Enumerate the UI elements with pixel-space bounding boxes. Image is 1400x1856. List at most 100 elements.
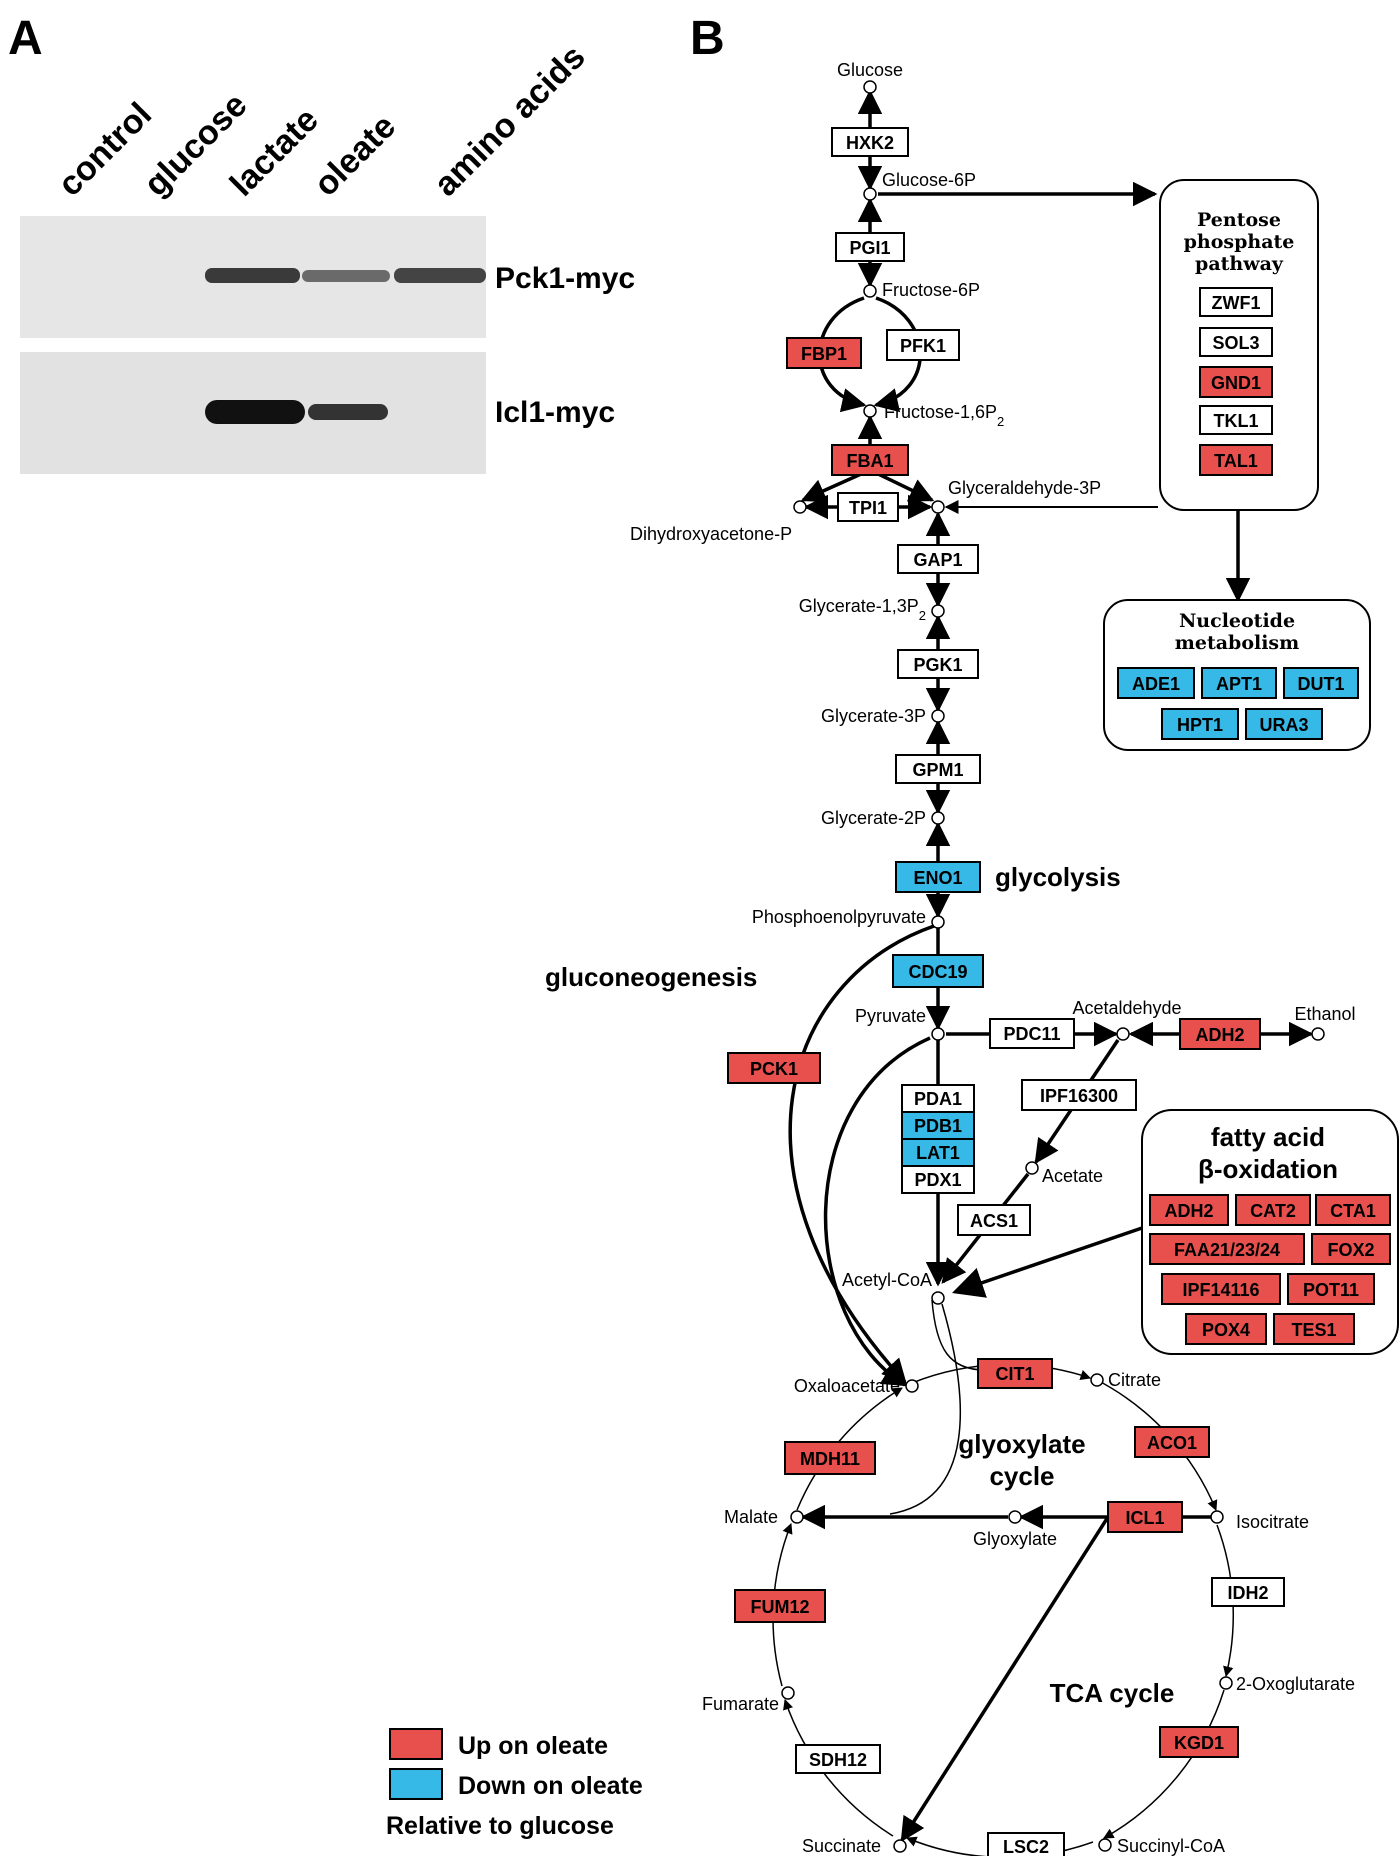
nucleotide-gene-hpt1: HPT1 xyxy=(1177,715,1223,735)
gene-pdx1: PDX1 xyxy=(914,1170,961,1190)
fatty-title-2: β-oxidation xyxy=(1198,1154,1338,1184)
legend: Up on oleate Down on oleate Relative to … xyxy=(386,1728,643,1840)
ppp-title-3: pathway xyxy=(1195,253,1284,275)
gene-pdc11: PDC11 xyxy=(1003,1024,1060,1044)
ppp-gene-sol3: SOL3 xyxy=(1212,333,1259,353)
blot-band xyxy=(308,404,388,420)
nucleotide-box: Nucleotide metabolism ADE1 APT1 DUT1 HPT… xyxy=(1103,599,1371,751)
gene-pgi1: PGI1 xyxy=(849,238,890,258)
gene-lat1: LAT1 xyxy=(916,1143,960,1163)
gene-box-icl1 xyxy=(1107,1501,1183,1533)
legend-swatch-up xyxy=(389,1728,443,1760)
nucleotide-title-1: Nucleotide xyxy=(1179,610,1295,632)
gene-kgd1: KGD1 xyxy=(1174,1733,1224,1753)
blot-band xyxy=(394,268,486,283)
metabolite-glyoxylate: Glyoxylate xyxy=(973,1529,1057,1549)
metabolite-ethanol: Ethanol xyxy=(1294,1004,1355,1024)
gene-lsc2: LSC2 xyxy=(1003,1837,1049,1856)
fatty-gene-faa21: FAA21/23/24 xyxy=(1174,1240,1280,1260)
gene-fum12: FUM12 xyxy=(750,1597,809,1617)
gene-box-pgk1 xyxy=(897,649,979,679)
gene-box-fum12 xyxy=(734,1589,826,1623)
ppp-title-1: Pentose xyxy=(1197,209,1281,231)
fatty-gene-pot11: POT11 xyxy=(1303,1280,1359,1300)
gene-box-hxk2 xyxy=(831,127,909,157)
metabolite-phosphoenolpyruvate: Phosphoenolpyruvate xyxy=(752,907,926,927)
fatty-gene-adh2: ADH2 xyxy=(1164,1201,1213,1221)
blot-band xyxy=(205,400,305,424)
gene-box-ipf16300 xyxy=(1021,1079,1137,1111)
metabolite-2-oxoglutarate: 2-Oxoglutarate xyxy=(1236,1674,1355,1694)
fatty-gene-ipf14116: IPF14116 xyxy=(1182,1280,1259,1300)
edge-pck1 xyxy=(788,924,935,1384)
fatty-acid-box: fatty acid β-oxidation ADH2 CAT2 CTA1 FA… xyxy=(1141,1109,1399,1355)
gene-box-gap1 xyxy=(897,544,979,574)
gene-acs1: ACS1 xyxy=(970,1211,1018,1231)
gene-box-aco1 xyxy=(1134,1426,1210,1458)
tca-cycle-ring xyxy=(772,1363,1235,1856)
gene-pfk1: PFK1 xyxy=(900,336,946,356)
fatty-gene-cta1: CTA1 xyxy=(1330,1201,1376,1221)
metabolite-fructose-6p: Fructose-6P xyxy=(882,280,980,300)
metabolite-nodes xyxy=(781,80,1325,1853)
gene-box-adh2 xyxy=(1179,1018,1261,1050)
label-tca-cycle: TCA cycle xyxy=(1050,1678,1175,1708)
label-glycolysis: glycolysis xyxy=(995,862,1121,892)
panel-b-label: B xyxy=(690,12,725,65)
metabolite-succinyl-coa: Succinyl-CoA xyxy=(1117,1836,1225,1856)
gene-box-kgd1 xyxy=(1159,1726,1239,1758)
blot-label-icl1: Icl1-myc xyxy=(495,396,615,429)
edge-icl1-succinate xyxy=(900,1516,1110,1843)
metabolite-citrate: Citrate xyxy=(1108,1370,1161,1390)
label-glyoxylate: glyoxylate xyxy=(958,1429,1085,1459)
lane-label-control: control xyxy=(51,95,159,203)
legend-up: Up on oleate xyxy=(458,1732,608,1760)
metabolite-dihydroxyacetone-p: Dihydroxyacetone-P xyxy=(630,524,792,544)
ppp-gene-tkl1: TKL1 xyxy=(1214,411,1259,431)
gene-icl1: ICL1 xyxy=(1125,1508,1164,1528)
gene-pda1: PDA1 xyxy=(914,1089,962,1109)
nucleotide-gene-ade1: ADE1 xyxy=(1132,674,1180,694)
gene-box-fbp1 xyxy=(786,337,862,369)
gene-sdh12: SDH12 xyxy=(809,1750,867,1770)
ppp-box: Pentose phosphate pathway ZWF1 SOL3 GND1… xyxy=(1159,179,1319,511)
metabolite-acetaldehyde: Acetaldehyde xyxy=(1072,998,1181,1018)
ppp-gene-zwf1: ZWF1 xyxy=(1212,293,1261,313)
ppp-gene-gnd1: GND1 xyxy=(1211,373,1261,393)
gene-box-lat1 xyxy=(901,1138,975,1167)
label-gluconeogenesis: gluconeogenesis xyxy=(545,962,757,992)
gene-fbp1: FBP1 xyxy=(801,344,847,364)
fatty-gene-fox2: FOX2 xyxy=(1327,1240,1374,1260)
gene-fba1: FBA1 xyxy=(846,451,893,471)
gene-box-cit1 xyxy=(977,1358,1053,1389)
gene-idh2: IDH2 xyxy=(1227,1583,1268,1603)
edge-fatty-acetylcoa xyxy=(952,1226,1143,1298)
metabolite-glyceraldehyde-3p: Glyceraldehyde-3P xyxy=(948,478,1101,498)
legend-swatch-down xyxy=(389,1768,443,1800)
gene-gpm1: GPM1 xyxy=(912,760,963,780)
metabolite-glycerate-3p: Glycerate-3P xyxy=(821,706,926,726)
metabolite-fructose-16p: Fructose-1,6P2 xyxy=(884,402,1004,429)
metabolite-pyruvate: Pyruvate xyxy=(855,1006,926,1026)
ppp-title-2: phosphate xyxy=(1184,231,1295,253)
nucleotide-gene-ura3: URA3 xyxy=(1259,715,1308,735)
metabolite-glucose: Glucose xyxy=(837,60,903,80)
edge-acetylcoa-cit1 xyxy=(931,1299,986,1371)
nucleotide-title-2: metabolism xyxy=(1175,632,1299,654)
gene-cit1: CIT1 xyxy=(995,1364,1034,1384)
blot-icl1 xyxy=(20,352,486,474)
gene-labels: HXK2 PGI1 FBP1 PFK1 FBA1 TPI1 GAP1 PGK1 … xyxy=(750,133,1269,1856)
gene-box-eno1 xyxy=(895,861,981,893)
metabolite-labels: Glucose Glucose-6P Fructose-6P Fructose-… xyxy=(630,60,1356,1856)
gene-box-pda1 xyxy=(901,1084,975,1113)
gene-box-tpi1 xyxy=(837,492,899,522)
edge-acetylcoa-glyoxylate xyxy=(889,1303,961,1515)
metabolite-acetate: Acetate xyxy=(1042,1166,1103,1186)
gene-cdc19: CDC19 xyxy=(908,962,967,982)
lane-label-oleate: oleate xyxy=(307,107,403,203)
gene-box-cdc19 xyxy=(892,954,984,988)
gene-aco1: ACO1 xyxy=(1147,1433,1197,1453)
gene-boxes xyxy=(727,127,1285,1856)
nucleotide-gene-dut1: DUT1 xyxy=(1297,674,1344,694)
